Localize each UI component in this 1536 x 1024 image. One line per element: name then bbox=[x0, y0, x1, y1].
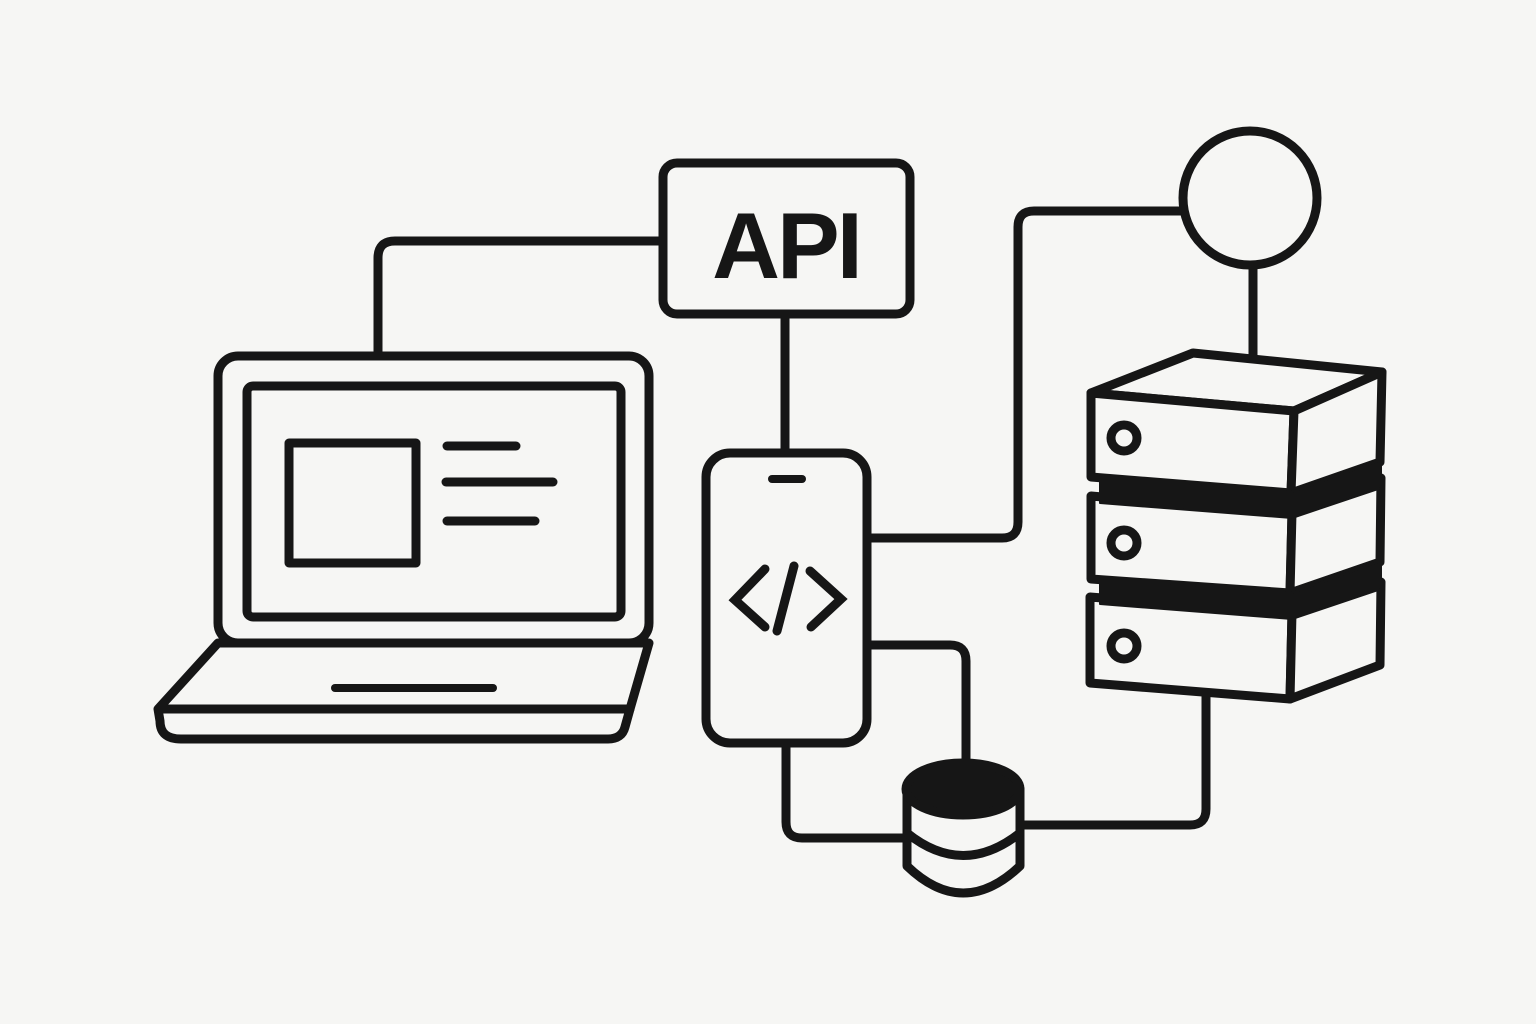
code-tag-icon bbox=[728, 561, 848, 636]
server-port-icon-2 bbox=[1106, 525, 1142, 561]
connector-laptop-api bbox=[373, 236, 669, 362]
database-band-line bbox=[902, 828, 1025, 860]
laptop-icon bbox=[153, 351, 654, 744]
server-separator-band-2 bbox=[1099, 560, 1382, 620]
server-stack-icon bbox=[1085, 348, 1387, 704]
connectors bbox=[373, 206, 1258, 843]
server-port-icon-1 bbox=[1106, 420, 1142, 456]
phone-icon bbox=[701, 448, 872, 748]
code-chevron-left bbox=[728, 564, 770, 632]
database-top-outline bbox=[901, 758, 1025, 820]
connector-database-server bbox=[1013, 685, 1211, 830]
connector-phone-network-node bbox=[861, 206, 1189, 543]
api-label: API bbox=[712, 193, 860, 298]
database-icon bbox=[901, 758, 1025, 898]
laptop-screen-thumbnail bbox=[284, 438, 421, 568]
code-chevron-right bbox=[805, 566, 848, 632]
connector-phone-database-top bbox=[861, 640, 971, 795]
connector-phone-database-side bbox=[781, 737, 920, 843]
network-node-icon bbox=[1178, 126, 1322, 270]
api-box: API bbox=[658, 158, 915, 319]
server-port-icon-3 bbox=[1106, 628, 1142, 664]
code-slash bbox=[772, 561, 799, 636]
api-box-frame bbox=[658, 158, 915, 319]
server-separator-band-1 bbox=[1099, 459, 1382, 519]
